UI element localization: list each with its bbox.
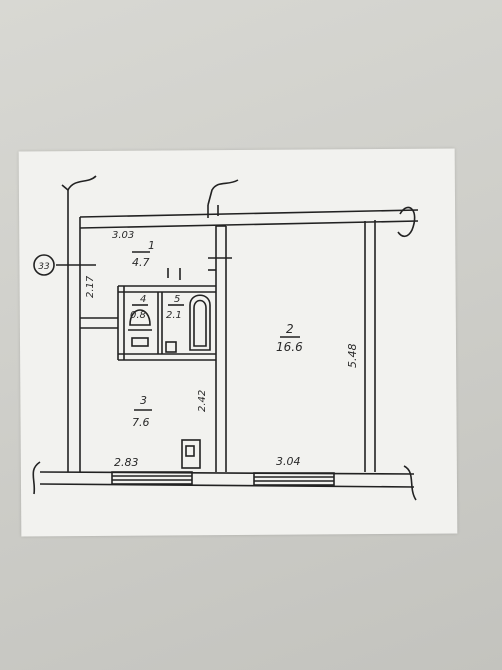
break-mark-bottom-left bbox=[32, 461, 41, 495]
axis-marker-circle bbox=[33, 254, 55, 276]
dimension-label: 3.03 bbox=[112, 230, 134, 241]
axis-marker-label: 33 bbox=[38, 262, 50, 272]
room-area: 0.8 bbox=[130, 310, 146, 321]
break-mark-bottom-right bbox=[403, 465, 417, 501]
room-number: 2 bbox=[286, 322, 294, 336]
room-area: 4.7 bbox=[132, 256, 150, 269]
dimension-label: 2.42 bbox=[197, 390, 208, 412]
partition-walls bbox=[80, 225, 232, 472]
room-number: 5 bbox=[174, 294, 180, 305]
dimension-label: 2.83 bbox=[114, 456, 139, 469]
break-mark-top-center bbox=[207, 179, 239, 206]
windows bbox=[111, 471, 335, 486]
dimension-label: 2.17 bbox=[85, 275, 96, 298]
break-mark-top-left bbox=[61, 175, 97, 191]
bathtub-fixture bbox=[165, 294, 211, 353]
dimension-label: 5.48 bbox=[346, 344, 359, 369]
outer-walls bbox=[39, 190, 419, 488]
room-area: 7.6 bbox=[132, 416, 150, 429]
dimension-label: 3.04 bbox=[276, 455, 301, 468]
room-number: 1 bbox=[148, 239, 155, 252]
room-number: 3 bbox=[140, 394, 147, 407]
toilet-fixture bbox=[128, 309, 152, 347]
stove-fixture bbox=[181, 439, 201, 469]
break-mark-top-right bbox=[397, 206, 416, 238]
room-number: 4 bbox=[140, 294, 146, 305]
room-area: 16.6 bbox=[276, 340, 303, 354]
room-area: 2.1 bbox=[166, 310, 182, 321]
